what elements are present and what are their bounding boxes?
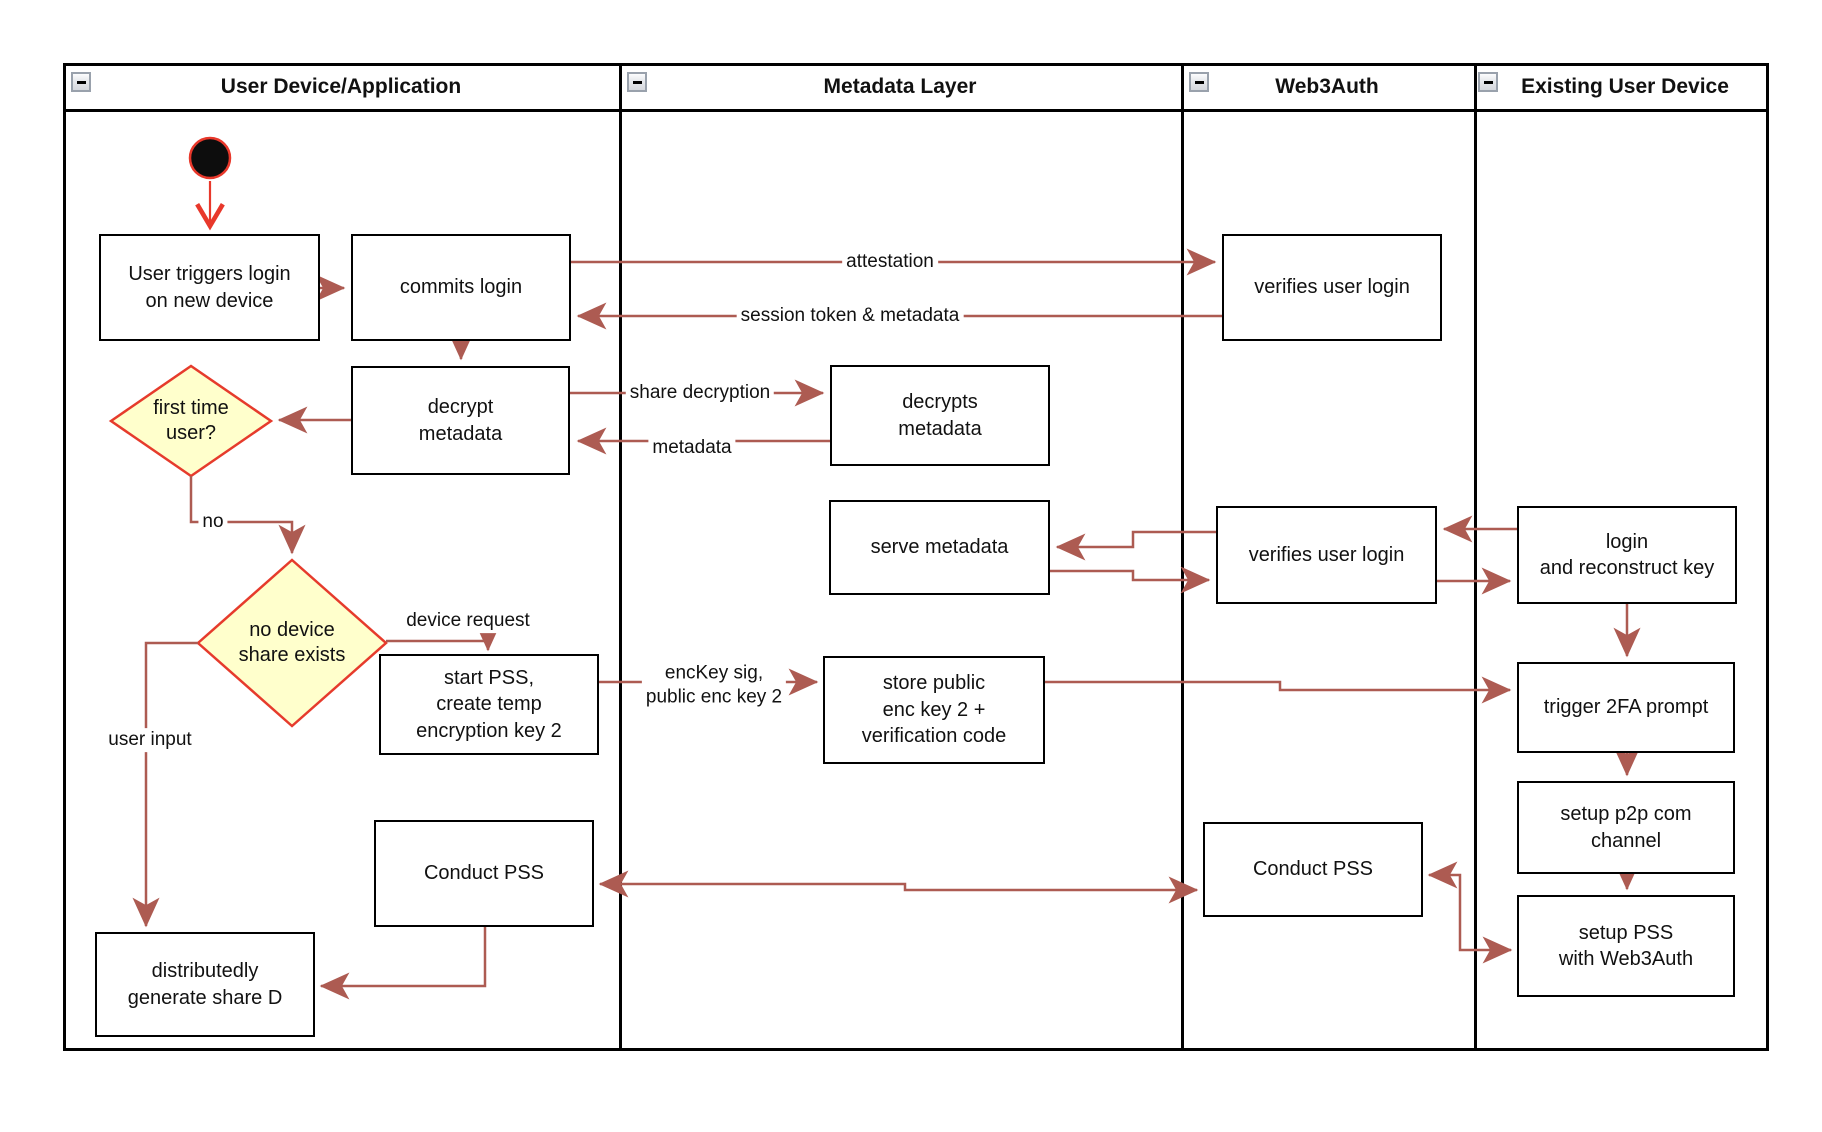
lane-divider-3 (1474, 66, 1477, 1048)
decision-no-device-share[interactable] (196, 558, 388, 728)
node-setup-pss-web3auth[interactable]: setup PSS with Web3Auth (1517, 895, 1735, 997)
header-divider (66, 109, 1766, 112)
node-store-public-enc-key[interactable]: store public enc key 2 + verification co… (823, 656, 1045, 764)
edge-label-no: no (198, 510, 228, 534)
node-trigger-2fa-prompt[interactable]: trigger 2FA prompt (1517, 662, 1735, 753)
minus-glyph (1483, 80, 1493, 84)
edge-label-metadata: metadata (648, 436, 736, 460)
edge-store-to-2fa (1045, 676, 1512, 704)
node-verifies-user-login-top[interactable]: verifies user login (1222, 234, 1442, 341)
start-state-circle[interactable] (188, 136, 232, 180)
node-setup-p2p-channel[interactable]: setup p2p com channel (1517, 781, 1735, 874)
lane-header-existing-device[interactable]: Existing User Device (1521, 75, 1729, 98)
edge-user-input (132, 641, 198, 928)
edge-device-request (386, 621, 502, 652)
lane-header-metadata-layer[interactable]: Metadata Layer (823, 75, 977, 98)
edge-setup-pss-conduct-link (1427, 861, 1513, 964)
collapse-minus-icon[interactable] (1478, 72, 1498, 92)
lane-header-web3auth[interactable]: Web3Auth (1275, 75, 1379, 98)
node-user-triggers-login[interactable]: User triggers login on new device (99, 234, 320, 341)
lane-divider-1 (619, 66, 622, 1048)
edge-conduct-pss-link (598, 870, 1199, 904)
collapse-minus-icon[interactable] (627, 72, 647, 92)
edge-label-share-decryption: share decryption (625, 381, 775, 405)
edge-label-enckey-sig: encKey sig, public enc key 2 (641, 661, 787, 709)
node-conduct-pss-left[interactable]: Conduct PSS (374, 820, 594, 927)
collapse-minus-icon[interactable] (1189, 72, 1209, 92)
edge-no-branch (189, 476, 306, 555)
edge-serve-to-verifies (1050, 566, 1211, 594)
edge-label-device-request: device request (402, 609, 534, 633)
edge-label-attestation: attestation (842, 250, 938, 274)
edge-label-session-token: session token & metadata (736, 304, 964, 328)
collapse-minus-icon[interactable] (71, 72, 91, 92)
minus-glyph (76, 80, 86, 84)
edge-label-user-input: user input (104, 728, 196, 752)
node-serve-metadata[interactable]: serve metadata (829, 500, 1050, 595)
decision-first-time-user[interactable] (108, 364, 274, 478)
edge-verifies-to-serve (1055, 530, 1216, 561)
decision-first-time-user-label: first time user? (153, 397, 229, 444)
node-conduct-pss-web3auth[interactable]: Conduct PSS (1203, 822, 1423, 917)
node-decrypts-metadata[interactable]: decrypts metadata (830, 365, 1050, 466)
node-start-pss[interactable]: start PSS, create temp encryption key 2 (379, 654, 599, 755)
node-generate-share-d[interactable]: distributedly generate share D (95, 932, 315, 1037)
node-decrypt-metadata[interactable]: decrypt metadata (351, 366, 570, 475)
node-verifies-user-login-mid[interactable]: verifies user login (1216, 506, 1437, 604)
lane-header-user-device[interactable]: User Device/Application (220, 75, 462, 98)
node-login-reconstruct-key[interactable]: login and reconstruct key (1517, 506, 1737, 604)
node-commits-login[interactable]: commits login (351, 234, 571, 341)
decision-no-device-share-label: no device share exists (238, 619, 346, 666)
lane-divider-2 (1181, 66, 1184, 1048)
minus-glyph (632, 80, 642, 84)
minus-glyph (1194, 80, 1204, 84)
edge-conduct-to-generate (319, 927, 487, 1000)
